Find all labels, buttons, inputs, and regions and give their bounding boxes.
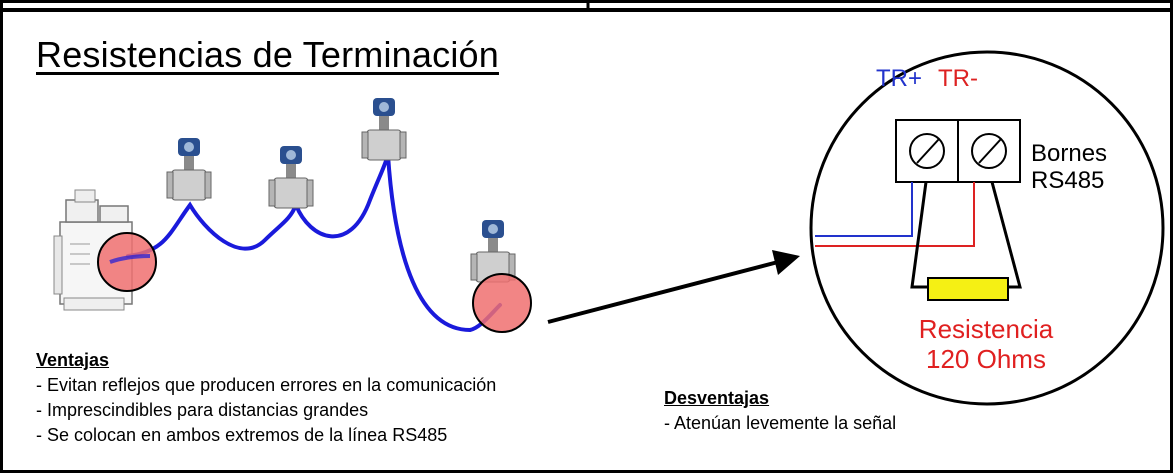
flowmeter-2: [268, 146, 314, 209]
advantages-heading: Ventajas: [36, 350, 110, 370]
resistor-lead-right: [990, 181, 1022, 289]
list-item: - Atenúan levemente la señal: [664, 413, 897, 433]
page-title: Resistencias de Terminación: [36, 34, 499, 75]
terminals-label-line2: RS485: [1031, 167, 1104, 194]
list-item: - Evitan reflejos que producen errores e…: [36, 375, 497, 395]
flowmeter-3: [361, 98, 407, 161]
termination-highlight-right: [472, 273, 532, 333]
resistor-label-line1: Resistencia: [919, 314, 1054, 344]
tr-plus-label: TR+: [876, 65, 922, 92]
disadvantages-heading: Desventajas: [664, 388, 770, 408]
terminals-label-line1: Bornes: [1031, 140, 1107, 167]
resistor-lead-left: [910, 181, 930, 289]
resistor-body: [927, 277, 1009, 301]
tr-minus-wire: [815, 182, 975, 247]
list-item: - Se colocan en ambos extremos de la lín…: [36, 425, 448, 445]
terminal-block: [895, 119, 1021, 183]
flowmeter-1: [166, 138, 212, 201]
termination-highlight-left: [97, 232, 157, 292]
zoom-arrow: [547, 250, 800, 324]
tr-minus-label: TR-: [938, 65, 978, 92]
disadvantages-list: - Atenúan levemente la señal: [664, 411, 896, 436]
screw-icon-tr-minus: [971, 133, 1007, 169]
advantages-list: - Evitan reflejos que producen errores e…: [36, 373, 496, 448]
rs485-bus-cable: [126, 154, 502, 333]
screw-icon-tr-plus: [909, 133, 945, 169]
resistor-label-line2: 120 Ohms: [926, 344, 1046, 374]
flowmeter-4: [470, 220, 516, 283]
tr-plus-wire: [815, 182, 913, 237]
list-item: - Imprescindibles para distancias grande…: [36, 400, 369, 420]
